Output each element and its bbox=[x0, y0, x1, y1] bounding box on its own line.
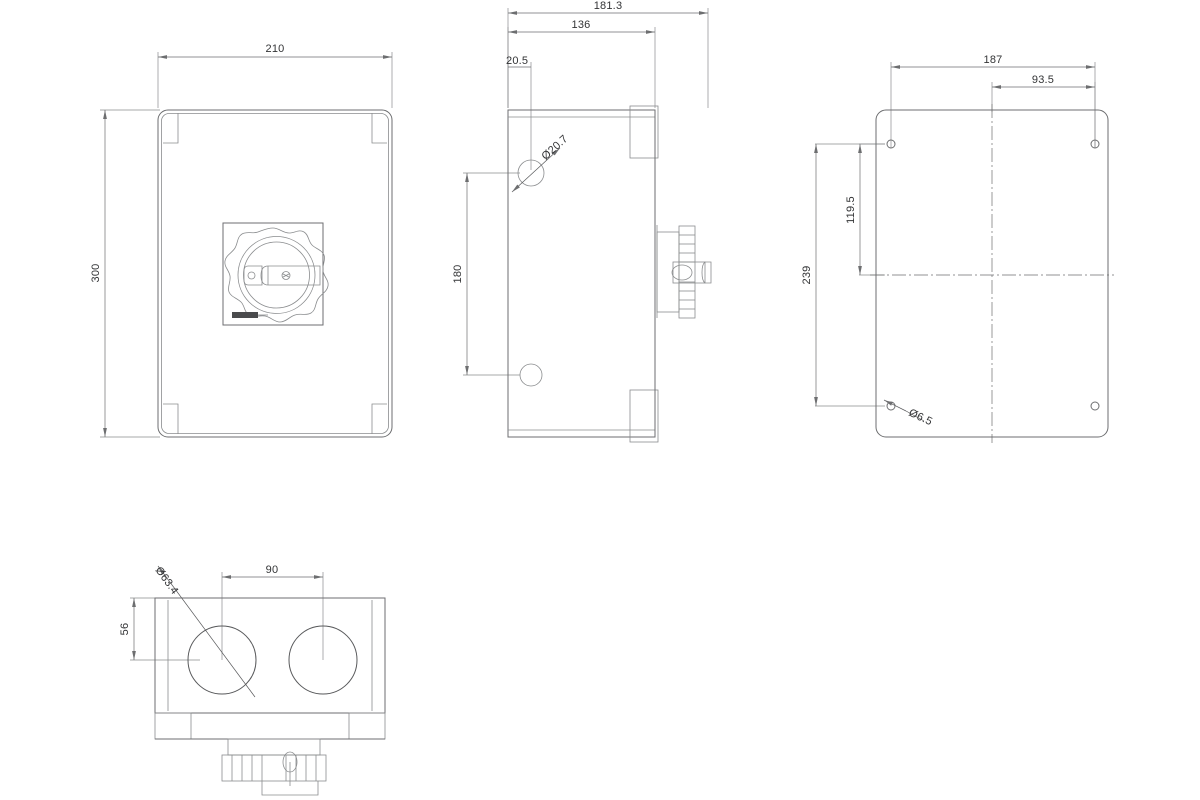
front-view-dim-height: 300 bbox=[90, 109, 160, 438]
front-enclosure-inner-outline bbox=[161, 113, 389, 434]
bottom-knob-assembly bbox=[221, 738, 327, 796]
bottom-knob-collar bbox=[227, 738, 321, 756]
bottom-knob-body bbox=[221, 754, 327, 782]
bottom-view-dim-spacing: 90 bbox=[221, 564, 324, 660]
side-knob-collar bbox=[656, 231, 680, 313]
rear-view-dim-span-h: 187 bbox=[890, 54, 1096, 148]
front-view: 210 300 bbox=[90, 43, 393, 438]
bottom-view: 90 56 Ø63.4 bbox=[119, 564, 386, 796]
rear-mounting-hole-top-right bbox=[1090, 139, 1100, 149]
dim-label-front-width: 210 bbox=[266, 43, 285, 55]
side-lower-gland-hole bbox=[519, 363, 543, 387]
dim-label-bottom-knockout-dia: Ø63.4 bbox=[153, 565, 181, 597]
bottom-view-dim-offset: 56 bbox=[119, 597, 200, 661]
bottom-handle-tip bbox=[261, 781, 319, 796]
dim-label-bottom-spacing: 90 bbox=[266, 564, 279, 576]
dim-label-side-overall-depth: 181.3 bbox=[594, 0, 623, 12]
dim-label-rear-span-v: 239 bbox=[801, 266, 813, 285]
dim-label-side-body-depth: 136 bbox=[572, 19, 591, 31]
rear-view-dim-centre-h: 93.5 bbox=[991, 74, 1096, 148]
front-knob-inner-circle bbox=[243, 241, 310, 309]
side-view-dim-hole-offset: 20.5 bbox=[506, 55, 532, 170]
rear-view: 187 93.5 119.5 239 bbox=[801, 54, 1114, 443]
dim-label-side-hole-offset: 20.5 bbox=[506, 55, 528, 67]
side-switch-handle bbox=[672, 261, 706, 284]
side-view-dim-body-depth: 136 bbox=[507, 19, 656, 108]
side-knob-body bbox=[678, 225, 696, 319]
dim-label-rear-hole-dia: Ø6.5 bbox=[907, 407, 934, 428]
front-padlock-hole bbox=[247, 271, 256, 280]
front-enclosure-outline bbox=[157, 109, 393, 438]
front-handle-screw-slot-b bbox=[282, 273, 290, 278]
side-knob-assembly bbox=[656, 225, 712, 319]
rear-mounting-hole-bottom-right bbox=[1090, 401, 1100, 411]
side-view: 181.3 136 20.5 180 bbox=[452, 0, 712, 443]
side-view-dim-hole-dia: Ø20.7 bbox=[511, 133, 571, 193]
rear-view-dim-span-v: 239 bbox=[801, 143, 885, 407]
front-handle-screw bbox=[281, 271, 291, 280]
bottom-right-knockout bbox=[288, 625, 358, 695]
dim-label-rear-centre-v: 119.5 bbox=[845, 196, 857, 224]
side-mounting-flange-bottom bbox=[629, 389, 659, 443]
side-enclosure-outline bbox=[507, 109, 656, 438]
front-corner-bracket-bottom-right bbox=[371, 403, 387, 434]
dim-label-side-hole-dia: Ø20.7 bbox=[539, 133, 570, 163]
side-handle-boss bbox=[671, 264, 693, 281]
front-corner-bracket-bottom-left bbox=[163, 403, 179, 434]
bottom-mounting-flange-left bbox=[154, 712, 192, 740]
rear-mounting-hole-top-left bbox=[886, 139, 896, 149]
front-knob-outer-circle bbox=[237, 236, 316, 314]
front-knob-fluted-ring bbox=[224, 227, 329, 323]
front-knob-nameplate bbox=[232, 312, 258, 318]
dim-label-side-hole-spacing: 180 bbox=[452, 265, 464, 284]
front-view-dim-width: 210 bbox=[157, 43, 393, 108]
side-view-dim-hole-spacing: 180 bbox=[452, 172, 520, 376]
front-corner-bracket-top-right bbox=[371, 113, 387, 144]
bottom-left-knockout bbox=[187, 625, 257, 695]
bottom-mounting-flange-right bbox=[348, 712, 386, 740]
front-corner-bracket-top-left bbox=[163, 113, 179, 144]
dim-label-rear-centre-h: 93.5 bbox=[1032, 74, 1054, 86]
bottom-enclosure-outline bbox=[154, 597, 386, 714]
dim-label-front-height: 300 bbox=[90, 264, 102, 283]
front-padlock-hasp bbox=[243, 265, 263, 286]
dim-label-bottom-offset: 56 bbox=[119, 623, 131, 636]
rear-view-dim-centre-v: 119.5 bbox=[845, 143, 885, 276]
side-view-dim-overall-depth: 181.3 bbox=[507, 0, 709, 108]
side-handle-tip bbox=[701, 261, 712, 284]
front-switch-plate bbox=[222, 222, 324, 326]
side-mounting-flange-top bbox=[629, 105, 659, 159]
dim-label-rear-span-h: 187 bbox=[984, 54, 1003, 66]
rear-view-dim-hole-dia: Ø6.5 bbox=[883, 399, 934, 428]
